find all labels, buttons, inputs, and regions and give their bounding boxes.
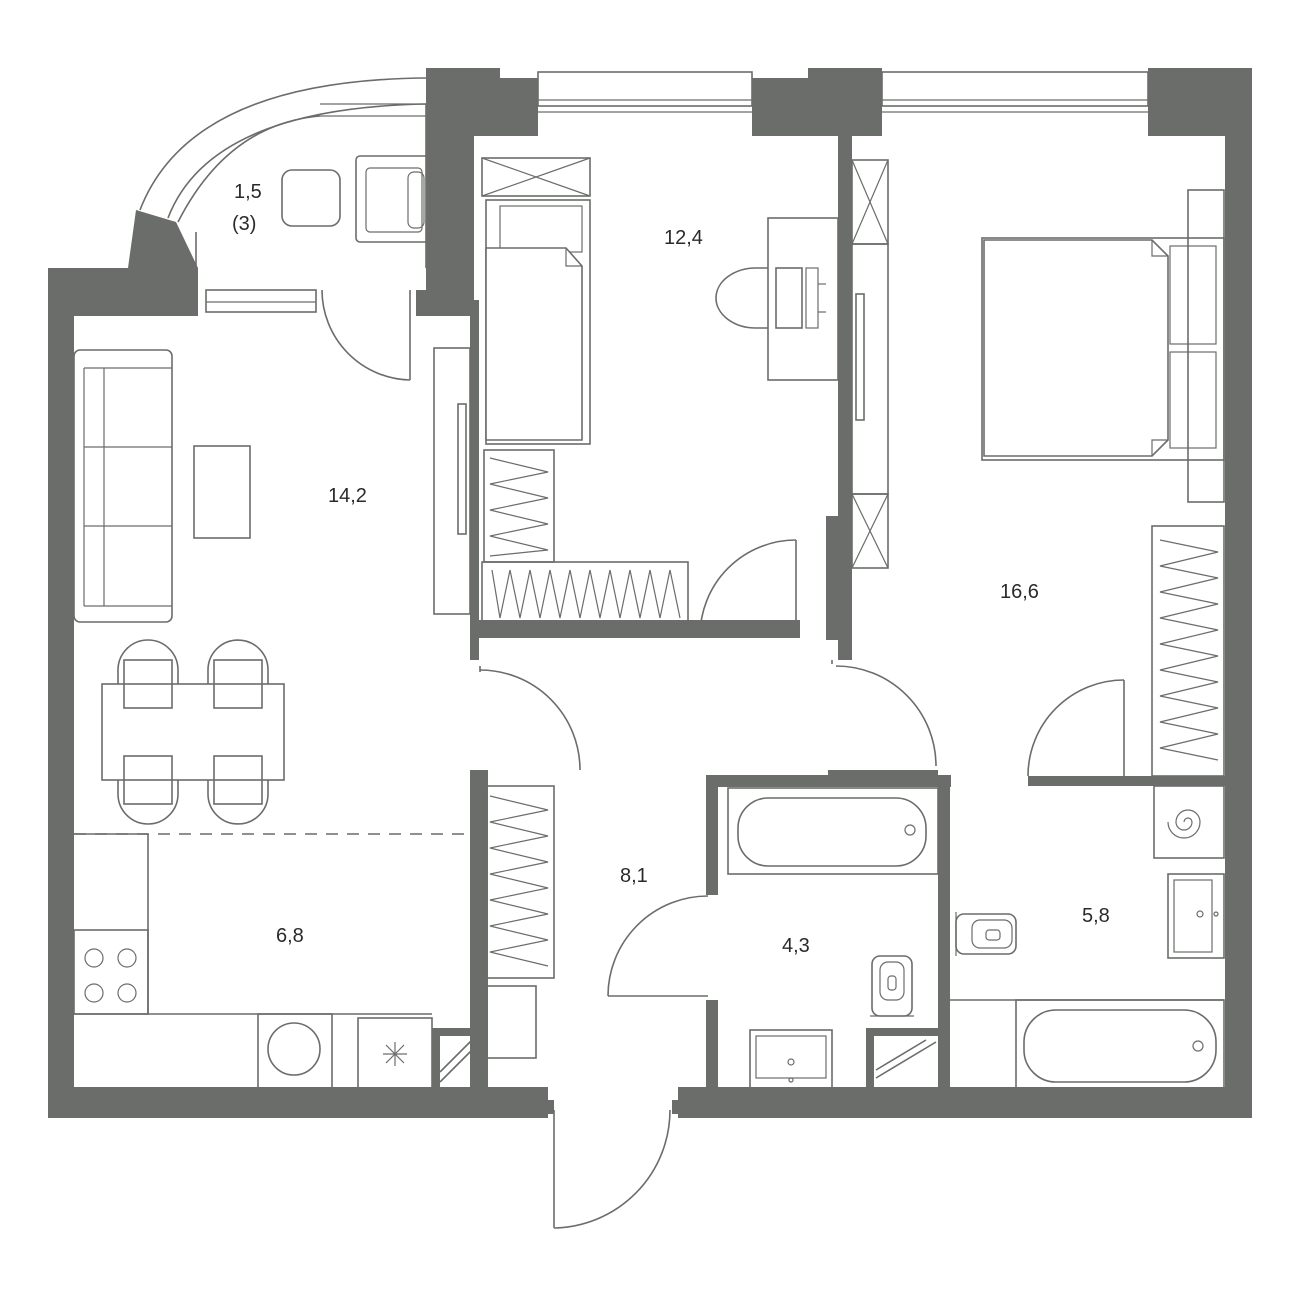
- walls: [48, 68, 1252, 1118]
- desk: [767, 217, 839, 381]
- chair: [123, 755, 173, 805]
- bathroom-1-fixtures: [727, 787, 939, 1089]
- small-bedroom-area: 12,4: [664, 227, 703, 249]
- boiler: [1153, 785, 1225, 859]
- balcony: [139, 77, 431, 268]
- bathroom-1-area: 4,3: [782, 935, 810, 957]
- chair: [213, 755, 263, 805]
- tv: [855, 293, 865, 421]
- balcony-chair: [355, 155, 431, 243]
- stove: [73, 929, 149, 1015]
- balcony-area-note: (3): [232, 213, 256, 235]
- bathroom-2-fixtures: [950, 785, 1225, 1089]
- wardrobe: [1151, 525, 1225, 777]
- hall-furniture: [479, 666, 709, 1229]
- fridge: [357, 1017, 433, 1089]
- chair: [213, 659, 263, 709]
- sink: [749, 1029, 833, 1089]
- hall-area: 8,1: [620, 865, 648, 887]
- chair: [123, 659, 173, 709]
- area-labels: 1,5 (3) 14,2 12,4 16,6 6,8 8,1 4,3 5,8: [232, 181, 1110, 957]
- desk-chair: [715, 267, 768, 329]
- wardrobe: [481, 561, 689, 625]
- dining-table: [101, 683, 285, 781]
- snowflake-icon: [383, 1042, 407, 1066]
- living-room-area: 14,2: [328, 485, 367, 507]
- tv-stand: [851, 243, 889, 495]
- bathtub: [727, 787, 939, 875]
- master-bedroom-area: 16,6: [1000, 581, 1039, 603]
- toilet: [871, 955, 913, 1017]
- balcony-area: 1,5: [234, 181, 262, 203]
- master-bedroom-furniture: [831, 159, 1225, 777]
- tv-stand: [433, 347, 471, 615]
- double-bed: [981, 237, 1225, 461]
- living-room-furniture: [73, 289, 471, 825]
- small-bedroom-furniture: [481, 157, 839, 637]
- wardrobe-top: [481, 157, 591, 197]
- coffee-table: [193, 445, 251, 539]
- tv: [457, 403, 467, 535]
- windows: [205, 71, 1152, 313]
- balcony-table: [281, 169, 341, 227]
- nightstands: [1187, 189, 1225, 503]
- kitchen-area: 6,8: [276, 925, 304, 947]
- bathroom-2-area: 5,8: [1082, 905, 1110, 927]
- wardrobe: [483, 449, 555, 563]
- sink: [1167, 873, 1225, 959]
- kitchen-furniture: [73, 833, 475, 1089]
- wardrobe: [483, 785, 555, 979]
- sofa: [73, 349, 173, 623]
- washing-machine: [257, 1013, 333, 1089]
- shoe-cabinet: [485, 985, 537, 1059]
- cabinet: [851, 493, 889, 569]
- monitor: [775, 267, 803, 329]
